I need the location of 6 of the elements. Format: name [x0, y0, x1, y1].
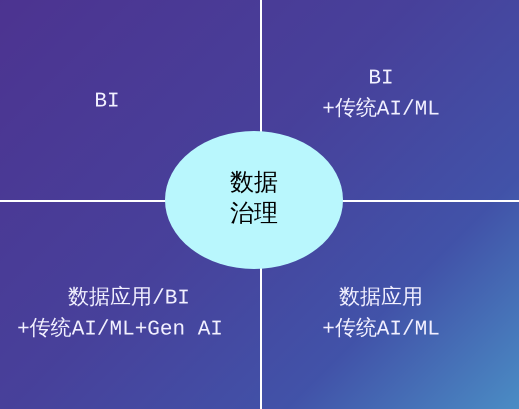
node-text: 数据治理: [228, 170, 279, 231]
quadrant-label: +传统AI/ML: [322, 320, 440, 340]
quadrant-label: +传统AI/ML: [322, 100, 440, 120]
quadrant-label: BI: [368, 68, 394, 90]
quadrant-label: +传统AI/ML+Gen AI: [17, 320, 223, 340]
quadrant-label: BI: [94, 92, 120, 112]
